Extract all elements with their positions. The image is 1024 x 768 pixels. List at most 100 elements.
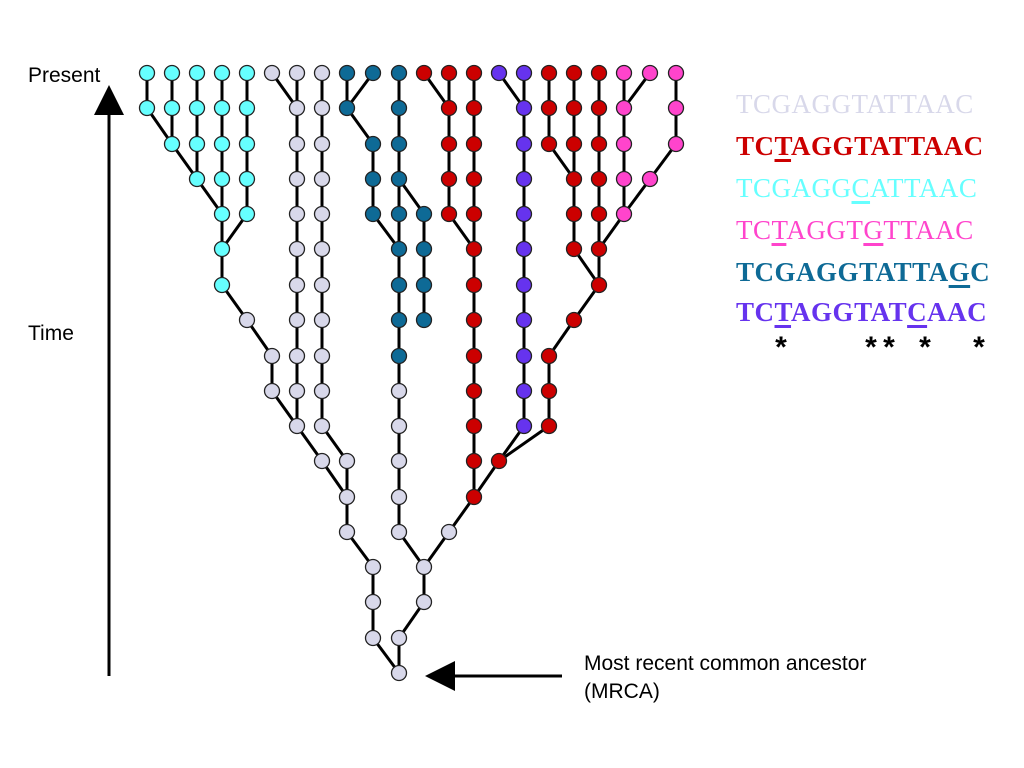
tree-node-cyan [213,205,231,223]
tree-node-teal [364,64,382,82]
tree-node-magenta [667,99,685,117]
tree-node-gray [313,276,331,294]
tree-node-magenta [667,135,685,153]
tree-node-cyan [213,170,231,188]
tree-node-red [590,276,608,294]
tree-node-cyan [238,64,256,82]
tree-node-purple [515,135,533,153]
tree-node-magenta [641,64,659,82]
tree-node-red [565,311,583,329]
sequence-gray: TCGAGGTATTAAC [736,89,974,119]
mrca-label-line1: Most recent common ancestor [584,652,867,675]
tree-node-red [440,170,458,188]
tree-node-purple [515,382,533,400]
tree-node-red [465,417,483,435]
tree-node-red [540,347,558,365]
tree-node-cyan [213,64,231,82]
mrca-label-line2: (MRCA) [584,680,660,703]
tree-node-teal [364,170,382,188]
tree-node-gray [338,488,356,506]
tree-node-teal [390,240,408,258]
tree-node-cyan [238,170,256,188]
tree-node-cyan [213,99,231,117]
tree-node-red [415,64,433,82]
tree-node-magenta [615,64,633,82]
tree-node-teal [390,311,408,329]
tree-node-cyan [238,99,256,117]
tree-node-magenta [615,170,633,188]
tree-node-red [565,240,583,258]
tree-node-red [590,170,608,188]
tree-node-gray [313,311,331,329]
tree-node-gray [313,205,331,223]
tree-node-teal [338,64,356,82]
tree-node-teal [390,205,408,223]
tree-node-gray [238,311,256,329]
tree-node-gray [390,664,408,682]
tree-node-gray [288,64,306,82]
tree-node-magenta [641,170,659,188]
tree-node-red [465,170,483,188]
tree-node-gray [288,311,306,329]
tree-node-teal [415,205,433,223]
tree-node-gray [338,523,356,541]
tree-node-teal [390,347,408,365]
tree-node-cyan [163,64,181,82]
tree-nodes [138,64,685,682]
tree-node-red [465,311,483,329]
tree-node-gray [263,347,281,365]
sequence-teal: TCGAGGTATTAGC [736,257,991,287]
tree-node-gray [338,452,356,470]
tree-node-cyan [138,64,156,82]
tree-node-gray [415,593,433,611]
tree-node-gray [288,240,306,258]
tree-node-red [465,99,483,117]
sequence-purple: TCTAGGTATCAAC [736,297,988,327]
tree-node-red [590,99,608,117]
tree-node-cyan [163,135,181,153]
tree-node-gray [364,593,382,611]
tree-node-gray [390,523,408,541]
tree-node-red [465,240,483,258]
tree-node-cyan [238,135,256,153]
tree-node-purple [515,64,533,82]
tree-node-magenta [667,64,685,82]
present-label: Present [28,64,101,87]
tree-node-gray [288,382,306,400]
tree-node-red [465,135,483,153]
tree-node-teal [390,99,408,117]
tree-node-magenta [615,135,633,153]
tree-node-red [565,170,583,188]
tree-node-red [540,382,558,400]
tree-node-gray [288,417,306,435]
tree-node-red [465,488,483,506]
tree-node-gray [390,629,408,647]
tree-node-teal [415,311,433,329]
tree-node-gray [313,99,331,117]
tree-node-gray [313,135,331,153]
tree-node-purple [515,347,533,365]
tree-node-red [440,135,458,153]
tree-node-red [465,64,483,82]
tree-node-gray [313,417,331,435]
tree-node-cyan [213,276,231,294]
tree-node-red [540,417,558,435]
tree-node-red [565,99,583,117]
tree-node-gray [313,170,331,188]
tree-node-teal [390,64,408,82]
tree-node-gray [313,64,331,82]
sequence-cyan: TCGAGGCATTAAC [736,173,978,203]
tree-node-gray [390,452,408,470]
tree-node-gray [313,240,331,258]
tree-node-gray [263,382,281,400]
sequence-red: TCTAGGTATTAAC [736,131,984,161]
tree-node-purple [515,417,533,435]
tree-node-red [490,452,508,470]
tree-node-cyan [188,99,206,117]
tree-node-gray [390,488,408,506]
tree-node-cyan [188,135,206,153]
tree-node-teal [338,99,356,117]
tree-node-teal [415,276,433,294]
sequence-magenta: TCTAGGTGTTAAC [736,215,974,245]
tree-node-magenta [615,99,633,117]
